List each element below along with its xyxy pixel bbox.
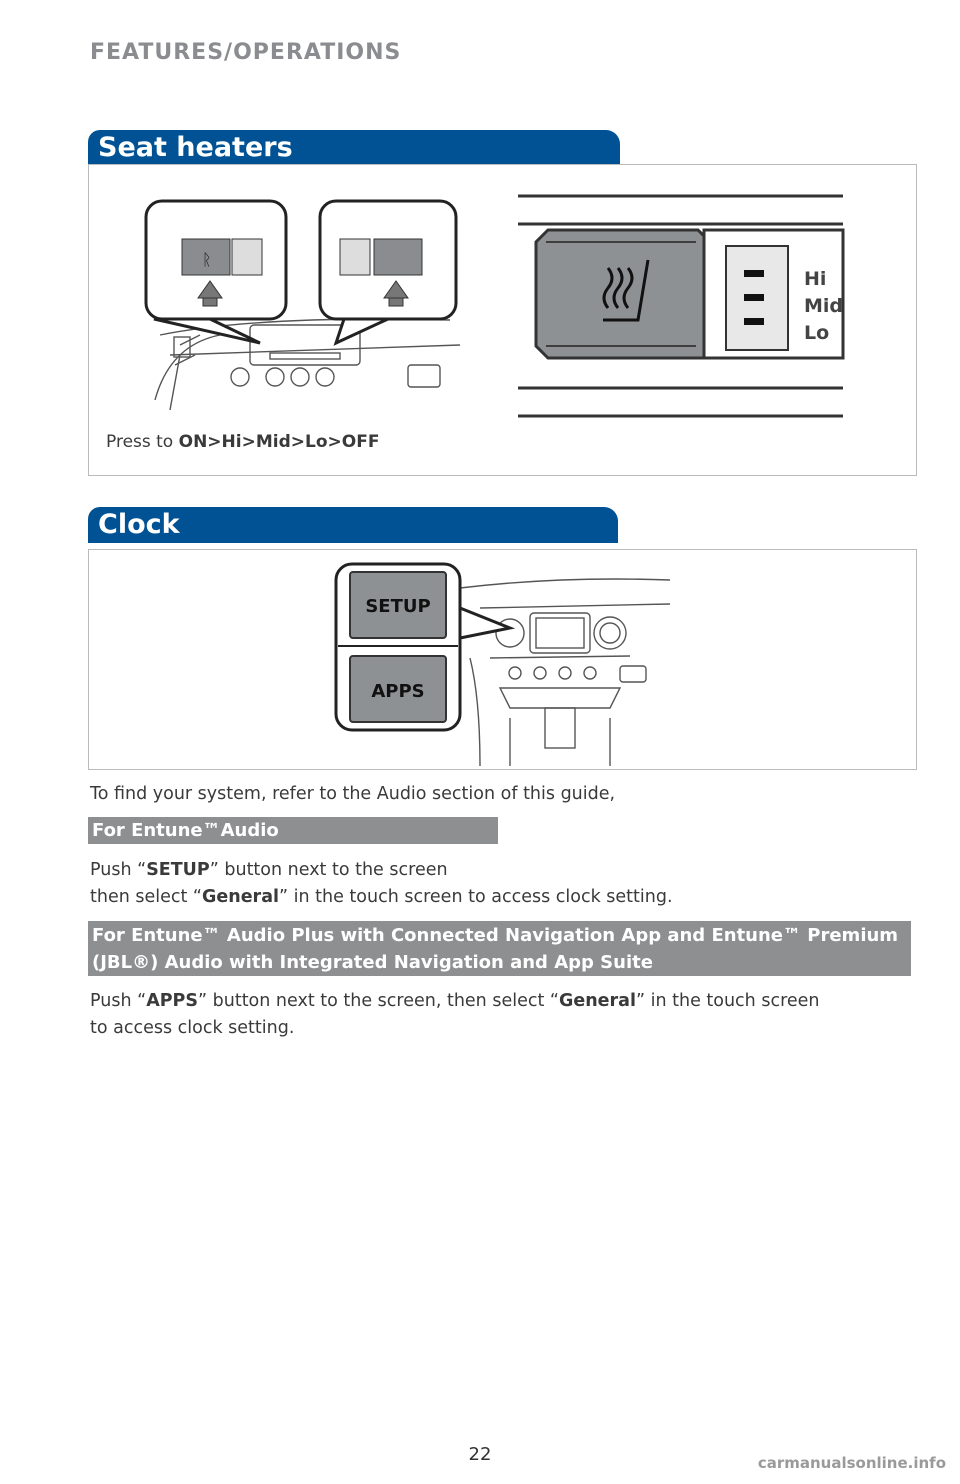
clock-dashboard-illustration: [334, 562, 671, 767]
entune-audio-heading: For Entune™Audio: [88, 817, 498, 844]
page-number: 22: [468, 1444, 492, 1465]
seat-heaters-caption: Press to ON>Hi>Mid>Lo>OFF: [106, 432, 380, 452]
clock-intro: To find your system, refer to the Audio …: [90, 784, 616, 804]
section-header: FEATURES/OPERATIONS: [90, 40, 402, 65]
seat-heater-switch-closeup: [518, 194, 845, 418]
apps-button-illustration: APPS: [371, 681, 425, 702]
seat-heater-icon: [602, 259, 650, 322]
watermark: carmanualsonline.info: [757, 1454, 946, 1472]
clock-panel: [88, 549, 917, 770]
setup-button-illustration: SETUP: [365, 596, 431, 617]
level-hi: Hi: [804, 268, 827, 290]
entune-audio-plus-heading: For Entune™ Audio Plus with Connected Na…: [88, 921, 911, 976]
seat-heaters-title: Seat heaters: [88, 130, 620, 166]
svg-text:ᚱ: ᚱ: [202, 250, 212, 269]
clock-title: Clock: [88, 507, 618, 543]
seat-heater-dashboard-illustration: ᚱ: [144, 199, 461, 411]
level-lo: Lo: [804, 322, 830, 344]
entune-audio-plus-instructions: Push “APPS” button next to the screen, t…: [90, 991, 820, 1038]
entune-audio-instructions: Push “SETUP” button next to the screen t…: [90, 860, 673, 907]
level-mid: Mid: [804, 295, 844, 317]
